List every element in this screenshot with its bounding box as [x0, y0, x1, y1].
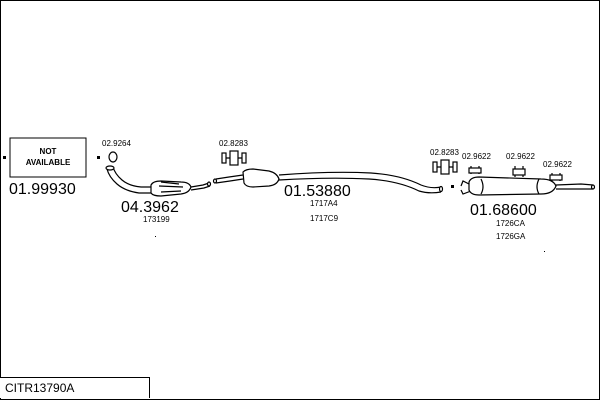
oe-code-rear-2: 1726GA: [496, 232, 526, 241]
part-number-rear-silencer: 01.68600: [470, 202, 537, 219]
fitting-code-hanger-1: 02.9622: [462, 152, 491, 161]
rubber-hanger-icon: [468, 166, 563, 181]
fitting-code-catalyst: 02.9264: [102, 139, 131, 148]
oe-code-catalyst: 173199: [143, 215, 170, 224]
fitting-code-hanger-3: 02.9622: [543, 160, 572, 169]
clamp-icon: [432, 159, 458, 175]
fitting-code-rear-clamp: 02.8283: [430, 148, 459, 157]
fitting-code-center: 02.8283: [219, 139, 248, 148]
rear-silencer-drawing: [460, 176, 596, 196]
oe-code-center-2: 1717C9: [310, 214, 339, 223]
not-available-line2: AVAILABLE: [26, 158, 71, 167]
reference-code-box: CITR13790A: [0, 377, 150, 398]
clamp-icon: [221, 150, 247, 166]
connector-dot: [3, 156, 6, 159]
dot-mark: [155, 236, 156, 237]
connector-dot: [97, 156, 100, 159]
connector-dot: [451, 185, 454, 188]
part-number-center-pipe: 01.53880: [284, 183, 351, 200]
not-available-box: [9, 137, 87, 178]
fitting-code-hanger-2: 02.9622: [506, 152, 535, 161]
catalytic-converter-drawing: [105, 165, 212, 197]
oe-code-rear-1: 1726CA: [496, 219, 526, 228]
oe-code-center-1: 1717A4: [310, 199, 338, 208]
not-available-line1: NOT: [40, 147, 57, 156]
part-number-catalyst: 04.3962: [121, 199, 179, 216]
center-pipe-drawing: [212, 168, 444, 194]
part-number-front-pipe: 01.99930: [9, 181, 76, 198]
dot-mark: [544, 251, 545, 252]
gasket-ring-icon: [108, 151, 118, 163]
